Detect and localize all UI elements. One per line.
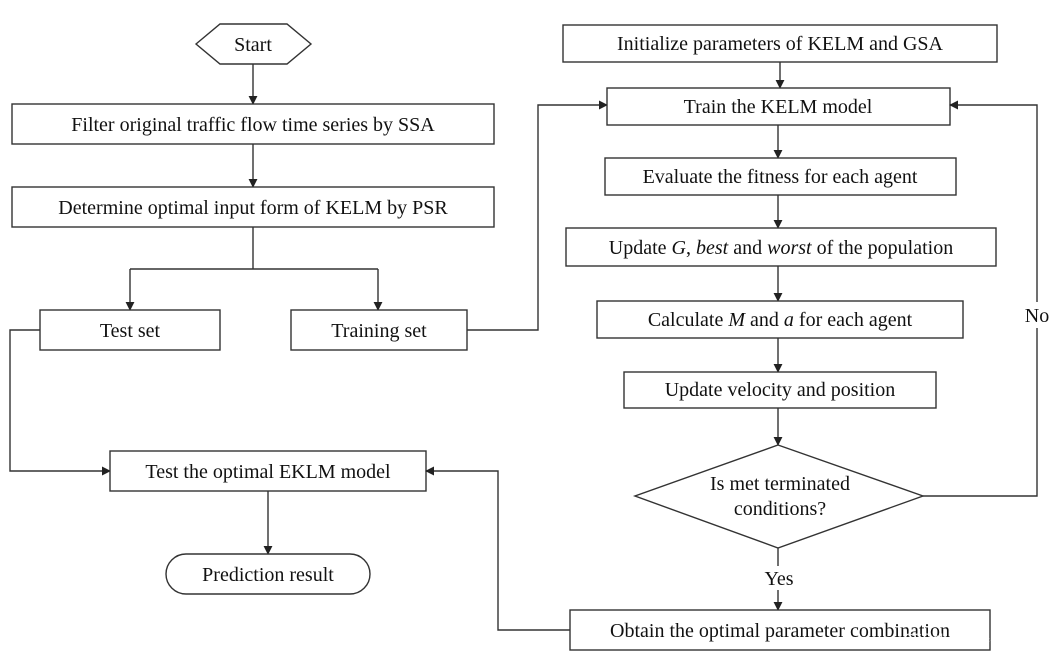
arrow-testset-to-testmodel [9,329,111,476]
update-g-best: best [696,237,729,259]
no-label: No [1025,305,1049,327]
prediction-label: Prediction result [202,564,334,586]
train-label: Train the KELM model [684,96,873,118]
evaluate-node: Evaluate the fitness for each agent [604,157,957,196]
update-g-post: of the population [812,237,954,259]
calc-mid: and [745,309,784,331]
training-set-label: Training set [331,320,427,342]
test-set-label: Test set [100,320,161,342]
update-g-mid: and [728,237,767,259]
calc-pre: Calculate [648,309,729,331]
start-label: Start [234,34,272,56]
update-g-g: G [672,237,687,259]
training-set-node: Training set [290,309,468,351]
test-set-node: Test set [39,309,221,351]
arrow-obtain-to-testmodel [425,466,570,631]
prediction-node: Prediction result [165,553,371,595]
no-label-bg [1020,302,1054,328]
train-node: Train the KELM model [606,87,951,126]
evaluate-label: Evaluate the fitness for each agent [643,166,918,188]
init-node: Initialize parameters of KELM and GSA [562,24,998,63]
yes-label: Yes [764,568,793,590]
update-g-label: Update G, best and worst of the populati… [609,237,953,259]
update-g-worst: worst [767,237,812,259]
update-g-pre: Update [609,237,672,259]
arrow-trainingset-to-train [467,100,608,331]
calc-a: a [784,309,794,331]
obtain-node: Obtain the optimal parameter combination [569,609,991,651]
filter-node: Filter original traffic flow time series… [11,103,495,145]
decision-label-line1: Is met terminated [710,473,850,495]
start-node: Start [194,23,313,65]
decision-node: Is met terminated conditions? [632,444,926,549]
init-label: Initialize parameters of KELM and GSA [617,33,944,55]
split-connector [125,227,383,311]
test-model-label: Test the optimal EKLM model [145,461,391,483]
velocity-node: Update velocity and position [623,371,937,409]
velocity-label: Update velocity and position [665,379,896,401]
yes-label-bg [758,566,802,590]
update-g-node: Update G, best and worst of the populati… [565,227,997,267]
decision-label-line2: conditions? [734,498,826,520]
determine-node: Determine optimal input form of KELM by … [11,186,495,228]
arrow-no-loop [923,100,1038,497]
watermark: CSDN @机器学习之心 [904,632,1046,648]
test-model-node: Test the optimal EKLM model [109,450,427,492]
obtain-label: Obtain the optimal parameter combination [610,620,950,642]
determine-label: Determine optimal input form of KELM by … [58,197,448,219]
calc-post: for each agent [794,309,913,331]
calc-label: Calculate M and a for each agent [648,309,913,331]
calc-m: M [727,309,746,331]
calc-node: Calculate M and a for each agent [596,300,964,339]
filter-label: Filter original traffic flow time series… [71,114,435,136]
update-g-sep1: , [686,237,696,259]
